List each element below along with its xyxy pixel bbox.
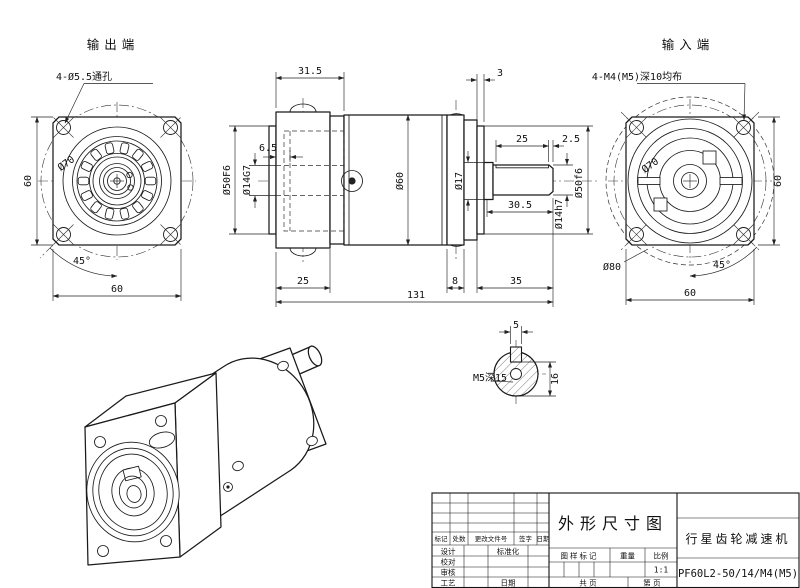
role-date: 日期 xyxy=(501,579,516,588)
input-step xyxy=(463,119,478,241)
input-pilot-plate xyxy=(476,125,485,235)
output-end-label: 输出端 xyxy=(87,37,140,52)
body-screw xyxy=(341,170,363,192)
isometric-view xyxy=(84,345,327,566)
dim-30-5: 30.5 xyxy=(508,200,532,211)
mount-hole xyxy=(53,117,74,138)
stamp-weight-header: 重量 xyxy=(620,552,635,561)
input-width-dim: 60 xyxy=(684,288,696,299)
tapped-hole xyxy=(733,224,754,245)
title-block: 外形尺寸图 行星齿轮减速机 PF60L2-50/14/M4(M5) 标记 处数 … xyxy=(431,492,800,588)
stamp-mark-header: 图样标记 xyxy=(561,551,599,561)
iso-front-hole xyxy=(97,545,109,557)
dim-8: 8 xyxy=(452,276,458,287)
drawing-title: 外形尺寸图 xyxy=(558,514,668,533)
dim-dia50f6: Ø50f6 xyxy=(573,168,585,198)
input-end-view: 4-M4(M5)深10均布 Ø70 Ø80 45° 60 60 xyxy=(592,71,784,305)
rev-date-header: 日期 xyxy=(537,535,551,543)
dim-dia14G7: Ø14G7 xyxy=(241,165,253,195)
clamp-slot xyxy=(637,177,661,185)
output-end-view: 4-Ø5.5通孔 Ø70 45° 60 60 xyxy=(23,71,196,301)
iso-block-side xyxy=(174,372,222,558)
mount-hole xyxy=(160,117,181,138)
output-width-dim: 60 xyxy=(111,284,123,295)
dim-25-key: 25 xyxy=(516,134,528,145)
iso-rear-hole xyxy=(306,435,318,447)
product-name: 行星齿轮减速机 xyxy=(685,532,790,546)
tapped-hole xyxy=(733,117,754,138)
input-angle-dim: 45° xyxy=(713,260,731,271)
pages-total: 共 页 xyxy=(579,579,597,588)
tapped-hole xyxy=(626,224,647,245)
shaft-collar xyxy=(483,161,494,201)
bolt-circle-output xyxy=(40,104,194,258)
output-angle-dim: 45° xyxy=(73,256,91,267)
output-flange-side xyxy=(275,111,331,249)
bolt-circle-input xyxy=(613,104,767,258)
role-craft: 工艺 xyxy=(441,579,456,588)
dim-dia60: Ø60 xyxy=(394,172,406,190)
set-screw xyxy=(127,184,134,191)
role-design: 设计 xyxy=(441,546,456,556)
dim-25: 25 xyxy=(297,276,309,287)
tapped-hole xyxy=(626,117,647,138)
role-audit: 审核 xyxy=(441,567,456,577)
dim-6-5: 6.5 xyxy=(259,143,277,154)
rev-mark-header: 标记 xyxy=(435,534,449,543)
page-no: 第 页 xyxy=(643,578,661,588)
input-height-dim: 60 xyxy=(773,175,784,187)
scale-value: 1:1 xyxy=(654,566,669,575)
iso-oval-hole xyxy=(148,431,176,449)
shaft-section-view: 5 16 M5深15 xyxy=(473,320,561,406)
dim-dia50F6: Ø50F6 xyxy=(221,165,233,195)
iso-front-hole xyxy=(160,535,172,547)
tap-hole xyxy=(510,368,522,380)
dim-31-5: 31.5 xyxy=(298,66,322,77)
mount-hole xyxy=(160,224,181,245)
dim-2-5: 2.5 xyxy=(562,134,580,145)
dim-dia17: Ø17 xyxy=(453,172,465,190)
gearbox-body xyxy=(343,114,448,246)
tap-callout: M5深15 xyxy=(473,372,507,384)
keyway xyxy=(509,346,523,363)
rev-count-header: 处数 xyxy=(453,534,467,543)
clamp-notch xyxy=(702,150,717,165)
dim-section-height: 16 xyxy=(550,373,561,385)
role-standard: 标准化 xyxy=(497,546,520,556)
input-body-dia-dim: Ø80 xyxy=(603,261,621,273)
rev-doc-header: 更改文件号 xyxy=(475,534,508,543)
input-shaft xyxy=(492,164,554,196)
dim-dia14h7: Ø14h7 xyxy=(553,199,565,229)
set-screw xyxy=(126,171,133,179)
clamp-notch xyxy=(653,197,668,212)
dim-35: 35 xyxy=(510,276,522,287)
dim-key-width: 5 xyxy=(513,320,519,331)
bearing-rollers xyxy=(77,142,157,220)
iso-rear-hole xyxy=(277,360,289,372)
clamp-slot xyxy=(719,177,743,185)
output-height-dim: 60 xyxy=(23,175,34,187)
iso-front-hole xyxy=(155,415,167,427)
iso-front-hole xyxy=(94,436,106,448)
dim-3: 3 xyxy=(497,68,503,79)
input-end-label: 输入端 xyxy=(662,37,715,52)
role-proof: 校对 xyxy=(441,557,456,567)
side-view: 31.5 3 6.5 25 2.5 Ø50F6 Ø14G7 Ø60 Ø17 30… xyxy=(221,66,600,307)
stamp-scale-header: 比例 xyxy=(654,551,669,561)
dim-131: 131 xyxy=(407,290,425,301)
mount-hole xyxy=(53,224,74,245)
rev-sign-header: 签字 xyxy=(519,534,533,543)
model-number: PF60L2-50/14/M4(M5) xyxy=(678,568,798,580)
input-hole-callout: 4-M4(M5)深10均布 xyxy=(592,71,682,83)
shaft-keyway xyxy=(495,165,549,169)
output-hole-callout: 4-Ø5.5通孔 xyxy=(56,71,112,83)
iso-rear-hole xyxy=(232,460,244,472)
